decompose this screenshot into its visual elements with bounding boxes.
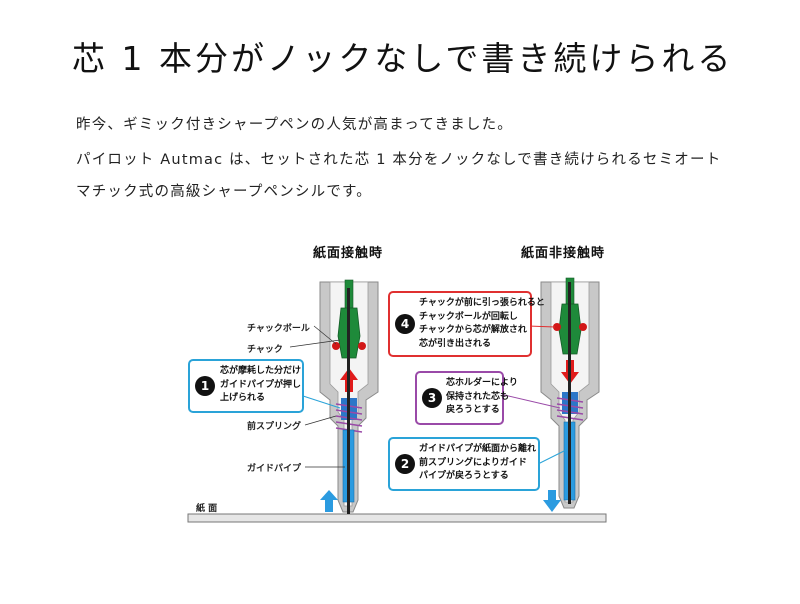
callout-text: ガイドパイプが紙面から離れ bbox=[419, 444, 537, 454]
callout-text: ガイドパイプが押し bbox=[220, 379, 302, 390]
callout-number: 4 bbox=[395, 314, 415, 334]
chuck-ball bbox=[553, 323, 561, 331]
label-front-spring: 前スプリング bbox=[247, 422, 302, 432]
right-heading: 紙面非接触時 bbox=[521, 246, 606, 261]
right-pencil-mechanism bbox=[499, 277, 600, 512]
callout-number: 2 bbox=[395, 454, 415, 474]
intro-line-3: マチック式の高級シャープペンシルです。 bbox=[76, 184, 372, 200]
left-pencil-mechanism bbox=[289, 279, 379, 514]
callout-number: 3 bbox=[422, 388, 442, 408]
callout-text: 芯が摩耗した分だけ bbox=[220, 366, 302, 376]
callout-text: チャックから芯が解放され bbox=[419, 325, 527, 335]
callout-number: 1 bbox=[195, 376, 215, 396]
callout-text: 戻ろうとする bbox=[446, 405, 500, 415]
callout-2: 2 ガイドパイプが紙面から離れ 前スプリングによりガイド パイプが戻ろうとする bbox=[388, 437, 540, 491]
page-title: 芯 1 本分がノックなしで書き続けられる bbox=[72, 39, 734, 78]
callout-text: チャックボールが回転し bbox=[419, 311, 518, 322]
chuck-ball bbox=[332, 342, 340, 350]
label-guide-pipe: ガイドパイプ bbox=[247, 464, 302, 474]
callout-text: 芯が引き出される bbox=[419, 338, 492, 349]
callout-text: 保持された芯も bbox=[446, 391, 510, 402]
label-paper: 紙 面 bbox=[196, 504, 218, 514]
callout-text: チャックが前に引っ張られると bbox=[419, 298, 545, 308]
chuck-ball bbox=[579, 323, 587, 331]
callout-text: 上げられる bbox=[220, 393, 266, 403]
callout-text: 前スプリングによりガイド bbox=[419, 457, 527, 468]
chuck-ball bbox=[358, 342, 366, 350]
intro-line-2: パイロット Autmac は、セットされた芯 1 本分をノックなしで書き続けられ… bbox=[76, 152, 722, 168]
callout-text: パイプが戻ろうとする bbox=[419, 471, 509, 481]
callout-1: 1 芯が摩耗した分だけ ガイドパイプが押し 上げられる bbox=[188, 359, 304, 413]
paper-surface bbox=[187, 513, 607, 523]
label-chuck-ball: チャックボール bbox=[247, 324, 310, 334]
callout-4: 4 チャックが前に引っ張られると チャックボールが回転し チャックから芯が解放さ… bbox=[388, 291, 545, 357]
left-heading: 紙面接触時 bbox=[313, 246, 384, 261]
intro-line-1: 昨今、ギミック付きシャープペンの人気が高まってきました。 bbox=[76, 117, 513, 133]
callout-3: 3 芯ホルダーにより 保持された芯も 戻ろうとする bbox=[415, 371, 518, 425]
callout-text: 芯ホルダーにより bbox=[446, 378, 518, 388]
label-chuck: チャック bbox=[247, 345, 283, 355]
